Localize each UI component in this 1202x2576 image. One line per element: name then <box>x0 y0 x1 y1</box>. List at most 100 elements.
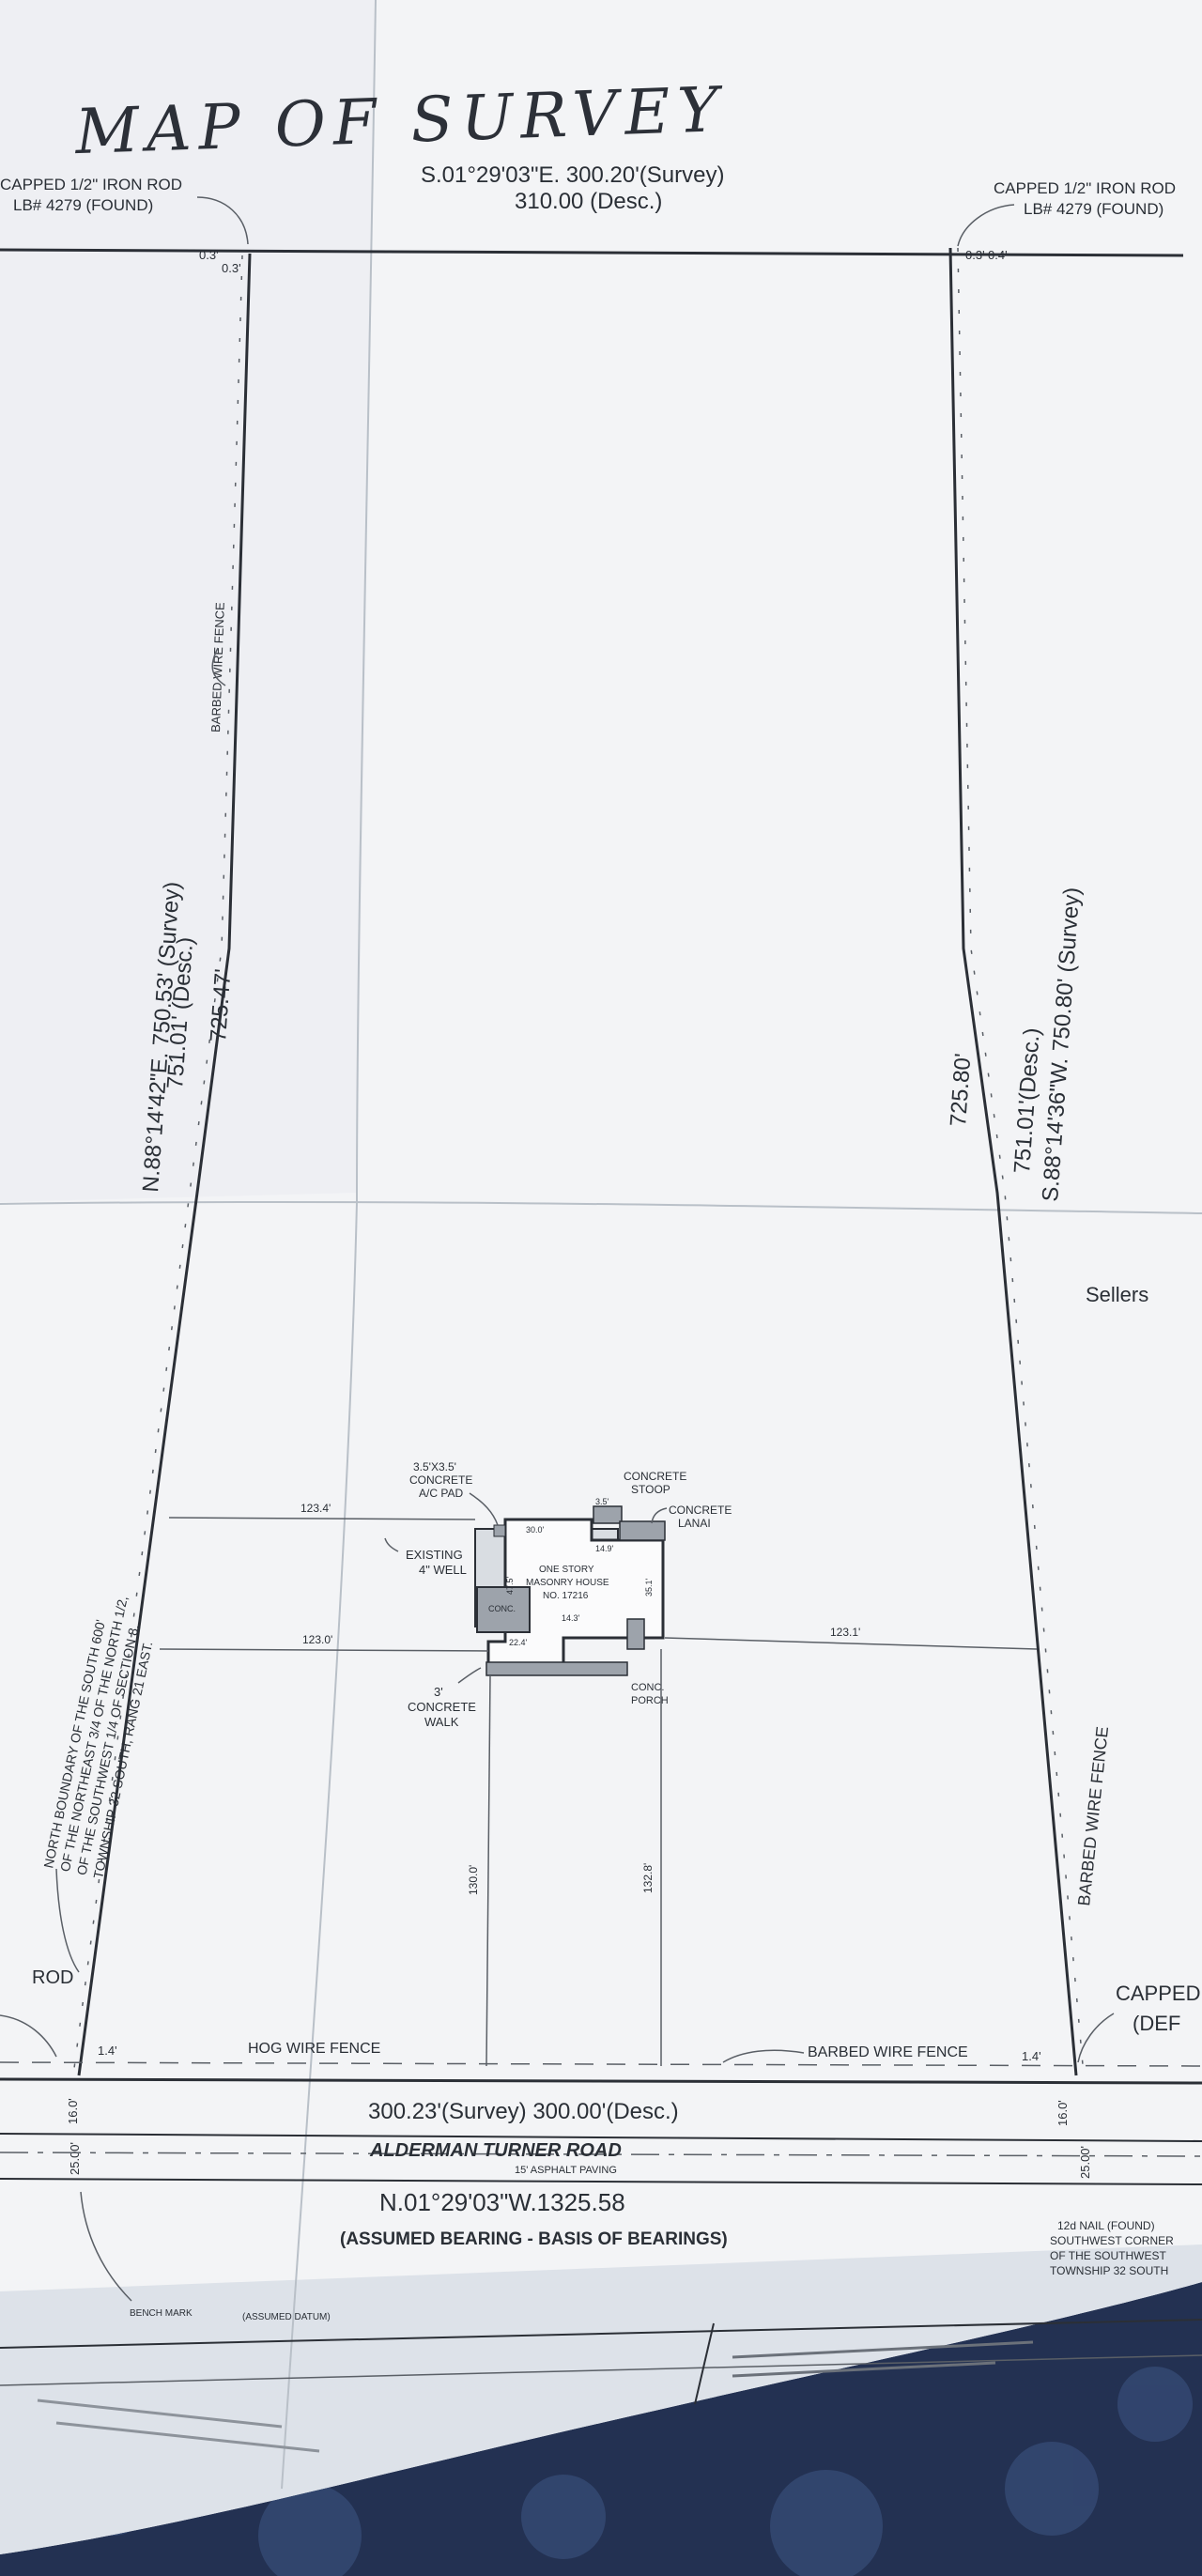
nw-leader <box>196 196 249 245</box>
ac-pad-label-3: A/C PAD <box>419 1487 463 1500</box>
se-offset-a: 1.4' <box>1022 2049 1041 2063</box>
ne-corner-line2: LB# 4279 (FOUND) <box>1024 200 1163 218</box>
porch-label-2: PORCH <box>631 1695 669 1706</box>
ne-leader <box>957 204 1015 247</box>
house-dim-d: 14.9' <box>595 1544 614 1553</box>
east-boundary-line <box>948 247 1078 2076</box>
bench-mark: BENCH MARK <box>130 2308 193 2319</box>
well-leader <box>384 1537 399 1552</box>
nw-corner-line1: CAPPED 1/2" IRON ROD <box>0 176 182 193</box>
dim-west-lower: 123.0' <box>302 1633 332 1646</box>
nw-offset-a: 0.3' <box>199 248 219 262</box>
house-dim-b: 47.5' <box>505 1576 515 1595</box>
ne-offset-a: 0.3' <box>965 248 985 262</box>
lanai-label-1: CONCRETE <box>669 1504 732 1517</box>
road-centerline <box>0 2152 1202 2157</box>
stoop-label-2: STOOP <box>631 1483 670 1496</box>
east-inner-dim: 725.80' <box>946 1053 976 1128</box>
nw-corner-line2: LB# 4279 (FOUND) <box>13 196 153 214</box>
west-fence-leader <box>211 647 226 686</box>
paper-shade-left <box>0 0 376 1202</box>
house-dim-e: 14.3' <box>562 1613 580 1623</box>
west-fence-label: BARBED WIRE FENCE <box>208 602 227 733</box>
road-edge-south <box>0 2178 1202 2185</box>
top-bearing: S.01°29'03"E. 300.20'(Survey) <box>421 162 724 188</box>
datum-label: (ASSUMED DATUM) <box>242 2312 331 2322</box>
nail-note-2: SOUTHWEST CORNER <box>1050 2234 1174 2247</box>
house-label-1: ONE STORY <box>539 1565 594 1575</box>
bench-mark-leader <box>80 2191 132 2302</box>
west-boundary-line <box>77 253 252 2076</box>
concrete-stoop <box>593 1505 623 1524</box>
sw-offset-c: 25.00' <box>68 2142 82 2175</box>
concrete-lanai <box>619 1520 666 1541</box>
paper-shade-bottom <box>0 2244 1202 2554</box>
house-label-3: NO. 17216 <box>543 1591 589 1601</box>
dim-house-left: 130.0' <box>467 1865 480 1895</box>
road-edge-north <box>0 2133 1202 2142</box>
barbed-fence-leader <box>722 2049 805 2063</box>
dim-line-house-left <box>485 1674 491 2067</box>
nw-offset-b: 0.3' <box>222 261 241 275</box>
ne-offset-b: 0.4' <box>988 248 1008 262</box>
west-inner-dim: 725.47' <box>206 968 236 1043</box>
road-name: ALDERMAN TURNER ROAD <box>369 2140 622 2161</box>
walk-label-2: CONCRETE <box>408 1700 476 1714</box>
house-dim-f: 35.1' <box>644 1578 654 1597</box>
house-dim-c: 22.4' <box>509 1638 528 1647</box>
dim-line-east <box>664 1637 1038 1650</box>
se-offset-b: 16.0' <box>1056 2100 1070 2126</box>
fold-line-horizontal <box>0 1200 1202 1214</box>
porch-label-1: CONC. <box>631 1682 664 1693</box>
se-offset-c: 25.00' <box>1078 2146 1092 2179</box>
concrete-pad-west <box>476 1586 531 1633</box>
rod-left-label: ROD <box>32 1967 73 1988</box>
nail-note-4: TOWNSHIP 32 SOUTH <box>1050 2264 1168 2277</box>
house-plan <box>474 1505 666 1676</box>
north-boundary-leader <box>55 1868 80 1973</box>
ac-pad-label-1: 3.5'X3.5' <box>413 1460 456 1473</box>
sw-offset-a: 1.4' <box>98 2044 117 2058</box>
west-fence-line <box>72 255 243 2076</box>
road-bearing: N.01°29'03"W.1325.58 <box>379 2188 625 2216</box>
dim-west-upper: 123.4' <box>300 1502 331 1515</box>
walk-leader <box>457 1667 482 1684</box>
stoop-label-1: CONCRETE <box>624 1470 686 1483</box>
fold-line-vertical <box>281 0 377 2490</box>
dim-house-right: 132.8' <box>641 1863 655 1893</box>
well-label-1: EXISTING <box>406 1548 463 1562</box>
concrete-porch <box>626 1618 645 1650</box>
barbed-fence-bottom-label: BARBED WIRE FENCE <box>808 2044 968 2060</box>
capped-right-leader <box>1077 2013 1115 2063</box>
rod-left-leader <box>0 2014 57 2058</box>
well-label-2: 4" WELL <box>419 1563 467 1577</box>
ne-corner-line1: CAPPED 1/2" IRON ROD <box>994 179 1176 197</box>
sw-offset-b: 16.0' <box>66 2098 80 2124</box>
edge-text: Sellers <box>1086 1283 1148 1306</box>
concrete-walk-strip <box>485 1661 628 1676</box>
dim-line-west-upper <box>168 1517 476 1520</box>
basis-of-bearings: (ASSUMED BEARING - BASIS OF BEARINGS) <box>340 2229 728 2249</box>
lanai-label-2: LANAI <box>678 1517 711 1530</box>
dim-line-west-lower <box>159 1648 489 1652</box>
capped-right-line1: CAPPED <box>1116 1982 1200 2005</box>
ac-pad-label-2: CONCRETE <box>409 1473 472 1487</box>
capped-right-line2: (DEF <box>1133 2012 1180 2035</box>
lanai-leader <box>651 1507 668 1524</box>
nail-note-1: 12d NAIL (FOUND) <box>1057 2219 1155 2232</box>
ac-pad-leader <box>469 1492 499 1526</box>
nail-note-3: OF THE SOUTHWEST <box>1050 2249 1166 2262</box>
conc-label: CONC. <box>488 1604 516 1613</box>
house-label-2: MASONRY HOUSE <box>526 1578 609 1588</box>
house-dim-a: 30.0' <box>526 1525 545 1535</box>
top-desc: 310.00 (Desc.) <box>515 189 662 214</box>
walk-label-1: 3' <box>434 1685 443 1699</box>
road-paving: 15' ASPHALT PAVING <box>515 2165 617 2176</box>
south-boundary-line <box>0 2077 1202 2085</box>
house-dim-g: 3.5' <box>595 1497 609 1506</box>
ac-pad <box>493 1524 506 1537</box>
hog-fence-label: HOG WIRE FENCE <box>248 2041 380 2057</box>
south-fence-line <box>0 2061 1202 2067</box>
bottom-bearing: 300.23'(Survey) 300.00'(Desc.) <box>368 2099 679 2124</box>
